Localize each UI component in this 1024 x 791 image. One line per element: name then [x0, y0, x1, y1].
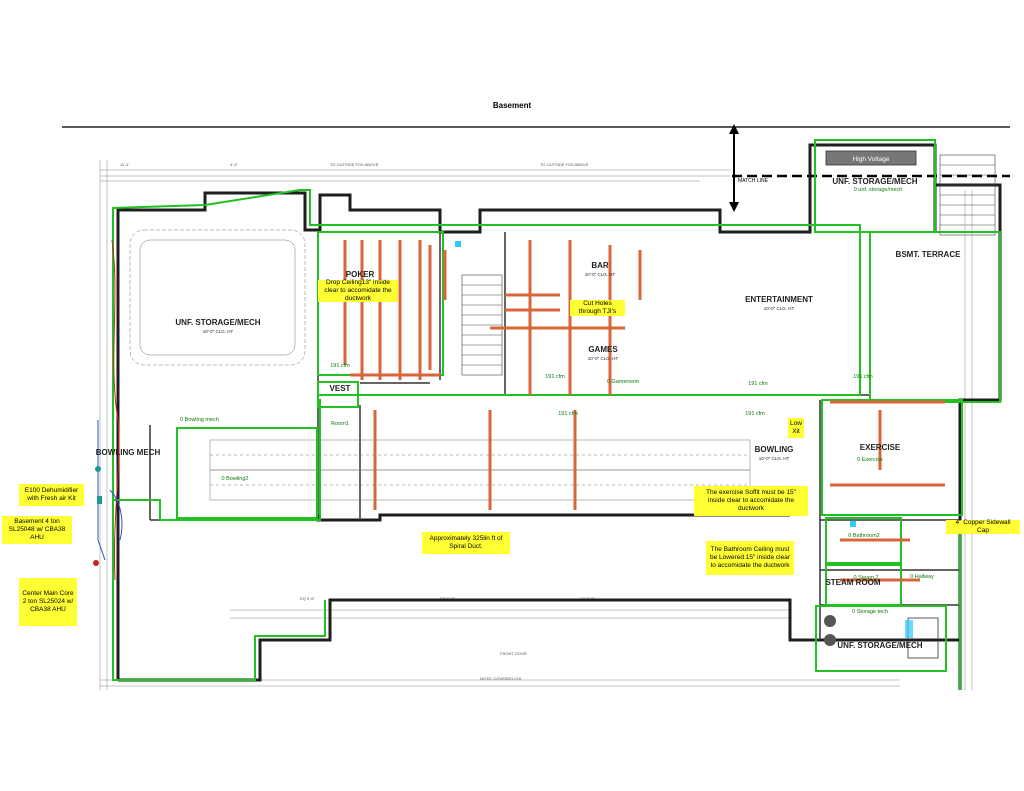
room-bowling: BOWLING	[755, 445, 794, 454]
room-steam: STEAM ROOM	[825, 578, 880, 587]
equipment-storage-2	[824, 634, 836, 646]
note-low-xit: Low Xit	[788, 418, 804, 438]
high-voltage-label: High Voltage	[853, 156, 890, 163]
hvac-gameroom: 0 Gameroom	[607, 379, 640, 385]
equipment-cyan-pool	[905, 620, 913, 638]
note-exercise-soffit: The exercise Soffit must be 15" inside c…	[694, 486, 808, 516]
room-games-sub: 10'-0" CLG. HT	[588, 356, 619, 361]
bowling-lanes	[209, 439, 751, 501]
hvac-zones	[112, 139, 1001, 690]
room-storage-left: UNF. STORAGE/MECH	[175, 318, 260, 327]
page-title: Basement	[492, 101, 532, 110]
note-sidewall-cap: 4" Copper Sidewall Cap	[946, 519, 1020, 534]
high-voltage-box	[825, 150, 917, 166]
note-basement-ahu: Basement 4 ton SL25048 w/ CBA38 AHU	[2, 516, 72, 544]
equipment-teal-1	[95, 466, 101, 472]
storage-outline	[129, 229, 306, 366]
note-drop-ceiling: Drop Ceiling13" inside clear to accomida…	[318, 279, 398, 302]
room-bar: BAR	[591, 261, 609, 270]
room-games: GAMES	[588, 345, 618, 354]
room-bowling-sub: 10'-0" CLG. HT	[759, 456, 790, 461]
svg-text:NOTE: COVERED CHI: NOTE: COVERED CHI	[480, 676, 521, 681]
arrow-up-icon	[729, 124, 739, 134]
stairs-right	[939, 154, 996, 236]
room-terrace: BSMT. TERRACE	[896, 250, 962, 259]
room-storage-left-sub: 10'-0" CLG. HT	[203, 329, 234, 334]
note-spiral-duct: Approximately 325lin ft of Spiral Duct.	[422, 532, 510, 554]
room-bar-sub: 10'-0" CLG. HT	[585, 272, 616, 277]
svg-text:TO OUTSIDE FOS ABOVE: TO OUTSIDE FOS ABOVE	[540, 162, 589, 167]
note-cut-holes: Cut Holes through TJI's	[570, 300, 625, 316]
room-poker: POKER	[346, 270, 375, 279]
room-entertainment-sub: 10'-0" CLG. HT	[764, 306, 795, 311]
hvac-hallway: 0 Hallway	[910, 574, 934, 580]
room-storage-bottom: UNF. STORAGE/MECH	[837, 641, 922, 650]
stairs-center	[461, 274, 503, 376]
hvac-room1: Room1	[331, 421, 349, 427]
hvac-bowling-mech: 0 Bowling mech	[180, 417, 219, 423]
equipment-storage-1	[824, 615, 836, 627]
equipment-teal-2	[97, 496, 102, 504]
svg-text:TO OUTSIDE FOS ABOVE: TO OUTSIDE FOS ABOVE	[330, 162, 379, 167]
hvac-bowling2: 0 Bowling2	[222, 476, 249, 482]
note-dehumidifier: E100 Dehumidifier with Fresh air Kit	[19, 484, 84, 506]
svg-text:EQ 9'-6": EQ 9'-6"	[300, 596, 315, 601]
hvac-exercise: 0 Exercise	[857, 457, 883, 463]
note-bathroom-ceiling: The Bathroom Ceiling must be Lowered 15"…	[706, 541, 794, 575]
arrow-down-icon	[729, 202, 739, 212]
room-exercise: EXERCISE	[860, 443, 901, 452]
ductwork	[343, 240, 945, 582]
match-line-label: MATCH LINE	[738, 178, 769, 184]
hvac-unf-storage: 0 unf. storage/mech	[854, 187, 903, 193]
dimension-lines	[99, 160, 973, 690]
room-bowling-mech: BOWLING MECH	[96, 448, 161, 457]
equipment-cyan-poker	[455, 241, 461, 247]
equipment-cyan-bath	[850, 521, 856, 527]
hvac-cfm-a: 191 cfm	[330, 363, 350, 369]
hvac-cfm-e: 191 cfm	[745, 411, 765, 417]
refrigerant-lines	[97, 239, 123, 581]
hvac-cfm-d: 191 cfm	[748, 381, 768, 387]
hvac-cfm-b: 191 cfm	[545, 374, 565, 380]
room-vest: VEST	[330, 384, 351, 393]
equipment-red-1	[93, 560, 99, 566]
hvac-steam2: 0 Steam 2	[853, 575, 878, 581]
svg-text:11'-4": 11'-4"	[120, 162, 130, 167]
hvac-cfm-c: 191 cfm	[558, 411, 578, 417]
svg-text:4'-4": 4'-4"	[230, 162, 239, 167]
hvac-cfm-f: 191 cfm	[853, 374, 873, 380]
svg-text:FRONT DOOR: FRONT DOOR	[500, 651, 527, 656]
note-center-main: Center Main Core 2 ton SL25024 w/ CBA38 …	[19, 578, 77, 626]
hvac-storage-tech: 0 Storage tech	[852, 609, 888, 615]
room-entertainment: ENTERTAINMENT	[745, 295, 813, 304]
room-storage-top: UNF. STORAGE/MECH	[832, 177, 917, 186]
hvac-bathroom2: 0 Bathroom2	[848, 533, 880, 539]
